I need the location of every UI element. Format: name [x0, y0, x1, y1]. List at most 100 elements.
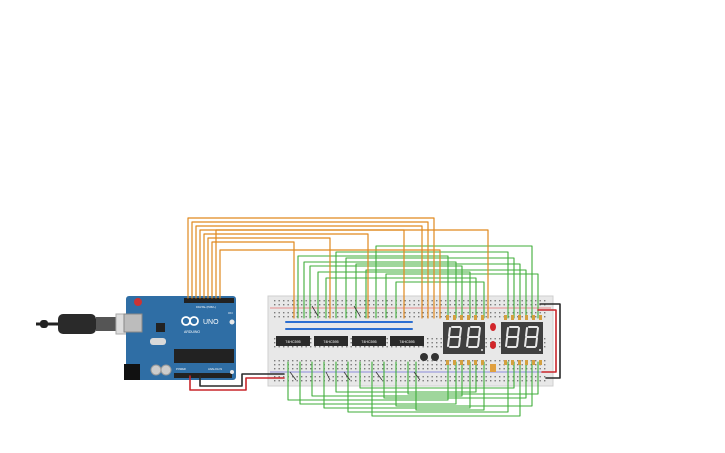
breadboard-hole[interactable] — [364, 300, 366, 302]
breadboard-hole[interactable] — [368, 316, 370, 318]
breadboard-hole[interactable] — [404, 312, 406, 314]
breadboard-hole[interactable] — [440, 300, 442, 302]
wire-green[interactable] — [395, 361, 533, 407]
resistor[interactable] — [474, 360, 477, 365]
breadboard-hole[interactable] — [310, 300, 312, 302]
resistor[interactable] — [474, 315, 477, 320]
wire-green[interactable] — [345, 257, 515, 319]
breadboard-hole[interactable] — [535, 312, 537, 314]
breadboard-hole[interactable] — [377, 304, 379, 306]
breadboard-hole[interactable] — [319, 316, 321, 318]
breadboard-hole[interactable] — [400, 376, 402, 378]
breadboard-hole[interactable] — [305, 364, 307, 366]
breadboard-hole[interactable] — [544, 380, 546, 382]
breadboard-hole[interactable] — [508, 380, 510, 382]
breadboard-hole[interactable] — [494, 376, 496, 378]
breadboard-hole[interactable] — [458, 304, 460, 306]
breadboard-hole[interactable] — [544, 368, 546, 370]
breadboard-hole[interactable] — [512, 304, 514, 306]
breadboard-hole[interactable] — [418, 364, 420, 366]
jumper-wire[interactable] — [413, 371, 421, 381]
breadboard-hole[interactable] — [400, 364, 402, 366]
breadboard-hole[interactable] — [373, 380, 375, 382]
breadboard-hole[interactable] — [346, 300, 348, 302]
breadboard-hole[interactable] — [278, 364, 280, 366]
breadboard-hole[interactable] — [337, 368, 339, 370]
breadboard-hole[interactable] — [458, 316, 460, 318]
breadboard-hole[interactable] — [337, 380, 339, 382]
breadboard-hole[interactable] — [301, 368, 303, 370]
breadboard-hole[interactable] — [467, 300, 469, 302]
breadboard-hole[interactable] — [517, 364, 519, 366]
breadboard-hole[interactable] — [440, 376, 442, 378]
breadboard-hole[interactable] — [485, 368, 487, 370]
breadboard-hole[interactable] — [409, 360, 411, 362]
wire-black-ground[interactable] — [539, 303, 561, 379]
breadboard-hole[interactable] — [458, 364, 460, 366]
breadboard-hole[interactable] — [467, 304, 469, 306]
breadboard-hole[interactable] — [431, 316, 433, 318]
wire-green[interactable] — [335, 361, 477, 393]
breadboard-hole[interactable] — [364, 316, 366, 318]
breadboard-hole[interactable] — [274, 368, 276, 370]
jumper-wire[interactable] — [343, 371, 351, 381]
breadboard-hole[interactable] — [386, 304, 388, 306]
breadboard-hole[interactable] — [359, 346, 361, 348]
breadboard-hole[interactable] — [382, 368, 384, 370]
breadboard-hole[interactable] — [535, 360, 537, 362]
breadboard-hole[interactable] — [499, 312, 501, 314]
breadboard-hole[interactable] — [350, 338, 352, 340]
breadboard-hole[interactable] — [472, 364, 474, 366]
breadboard-hole[interactable] — [386, 346, 388, 348]
breadboard-hole[interactable] — [283, 346, 285, 348]
breadboard-hole[interactable] — [319, 346, 321, 348]
breadboard-hole[interactable] — [341, 316, 343, 318]
breadboard-hole[interactable] — [530, 312, 532, 314]
breadboard-hole[interactable] — [445, 316, 447, 318]
breadboard-hole[interactable] — [490, 312, 492, 314]
wire-green[interactable] — [347, 361, 509, 413]
breadboard-hole[interactable] — [364, 364, 366, 366]
breadboard-hole[interactable] — [445, 376, 447, 378]
breadboard-hole[interactable] — [431, 364, 433, 366]
breadboard-hole[interactable] — [517, 360, 519, 362]
breadboard-hole[interactable] — [539, 376, 541, 378]
breadboard-hole[interactable] — [332, 300, 334, 302]
breadboard-hole[interactable] — [485, 376, 487, 378]
breadboard-hole[interactable] — [454, 300, 456, 302]
breadboard-hole[interactable] — [346, 364, 348, 366]
breadboard-hole[interactable] — [449, 360, 451, 362]
breadboard-hole[interactable] — [494, 316, 496, 318]
wire-orange[interactable] — [195, 225, 423, 319]
breadboard-hole[interactable] — [328, 364, 330, 366]
breadboard-hole[interactable] — [364, 360, 366, 362]
breadboard-hole[interactable] — [445, 300, 447, 302]
breadboard-hole[interactable] — [404, 300, 406, 302]
breadboard-hole[interactable] — [526, 368, 528, 370]
breadboard-hole[interactable] — [305, 316, 307, 318]
breadboard-hole[interactable] — [359, 304, 361, 306]
breadboard-hole[interactable] — [395, 360, 397, 362]
breadboard-hole[interactable] — [431, 312, 433, 314]
breadboard-hole[interactable] — [386, 368, 388, 370]
resistor[interactable] — [453, 360, 456, 365]
breadboard-hole[interactable] — [449, 376, 451, 378]
breadboard-hole[interactable] — [485, 360, 487, 362]
breadboard-hole[interactable] — [386, 380, 388, 382]
resistor[interactable] — [446, 360, 449, 365]
breadboard-hole[interactable] — [413, 360, 415, 362]
wire-red-power[interactable] — [189, 375, 285, 391]
breadboard-hole[interactable] — [526, 300, 528, 302]
breadboard-hole[interactable] — [296, 312, 298, 314]
breadboard-hole[interactable] — [337, 364, 339, 366]
breadboard-hole[interactable] — [472, 312, 474, 314]
breadboard-hole[interactable] — [436, 368, 438, 370]
breadboard-hole[interactable] — [508, 376, 510, 378]
breadboard-hole[interactable] — [436, 312, 438, 314]
breadboard-hole[interactable] — [341, 368, 343, 370]
breadboard-hole[interactable] — [422, 376, 424, 378]
breadboard-hole[interactable] — [341, 376, 343, 378]
breadboard-hole[interactable] — [436, 316, 438, 318]
breadboard-hole[interactable] — [355, 360, 357, 362]
